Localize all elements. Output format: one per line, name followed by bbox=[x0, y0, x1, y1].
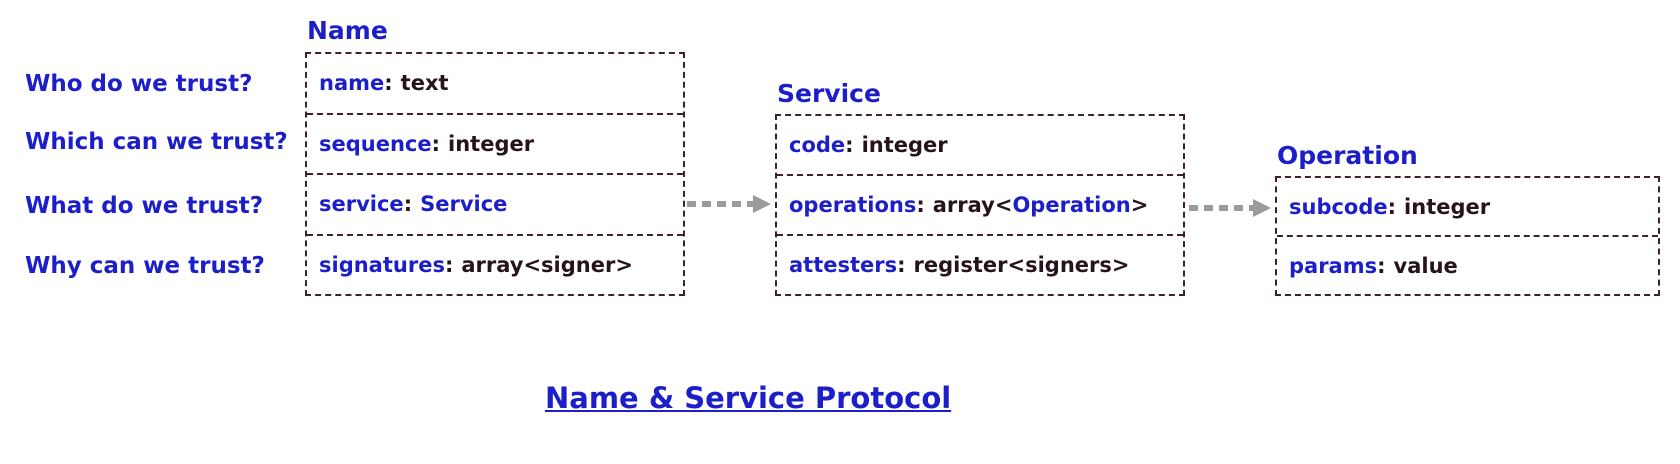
field-row-attesters: attesters: register<signers> bbox=[777, 234, 1183, 294]
field-type: integer bbox=[1404, 194, 1491, 219]
field-separator: : bbox=[916, 193, 925, 217]
field-separator: : bbox=[431, 131, 441, 156]
arrow-name-to-service bbox=[687, 195, 771, 213]
field-separator: : bbox=[384, 71, 393, 96]
field-separator: : bbox=[1377, 253, 1386, 278]
field-type: text bbox=[400, 71, 449, 96]
field-label: params bbox=[1289, 253, 1378, 278]
entity-title-service: Service bbox=[777, 79, 881, 108]
entity-box-operation: subcode: integer params: value bbox=[1275, 176, 1660, 296]
field-row-signatures: signatures: array<signer> bbox=[307, 233, 683, 295]
question-why: Why can we trust? bbox=[25, 253, 265, 279]
field-type: value bbox=[1393, 253, 1458, 278]
field-separator: : bbox=[444, 252, 454, 277]
field-label: sequence bbox=[319, 131, 432, 156]
entity-box-service: code: integer operations: array<Operation>… bbox=[775, 114, 1185, 296]
field-label: signatures bbox=[319, 252, 445, 277]
field-separator: : bbox=[897, 253, 906, 277]
entity-box-name: name: text sequence: integer service: Servi… bbox=[305, 52, 685, 296]
field-row-subcode: subcode: integer bbox=[1277, 178, 1658, 235]
question-what: What do we trust? bbox=[25, 193, 264, 219]
field-label: code bbox=[789, 133, 846, 157]
field-type: register<signers> bbox=[913, 253, 1130, 277]
field-type: array<signer> bbox=[461, 252, 633, 277]
field-type-ref: Service bbox=[420, 192, 508, 217]
field-row-service: service: Service bbox=[307, 173, 683, 234]
field-row-code: code: integer bbox=[777, 116, 1183, 174]
field-label: name bbox=[319, 71, 385, 96]
field-row-operations: operations: array<Operation> bbox=[777, 174, 1183, 234]
field-row-sequence: sequence: integer bbox=[307, 112, 683, 174]
entity-title-name: Name bbox=[307, 16, 388, 45]
diagram-caption-link[interactable]: Name & Service Protocol bbox=[545, 381, 952, 415]
field-label: attesters bbox=[789, 253, 898, 277]
arrow-service-to-operation bbox=[1189, 199, 1271, 217]
field-label: operations bbox=[789, 193, 917, 217]
field-separator: : bbox=[1387, 194, 1397, 219]
question-which: Which can we trust? bbox=[25, 129, 288, 155]
field-row-params: params: value bbox=[1277, 235, 1658, 294]
field-label: subcode bbox=[1289, 194, 1388, 219]
field-row-name: name: text bbox=[307, 54, 683, 113]
field-type: integer bbox=[861, 133, 948, 157]
entity-title-operation: Operation bbox=[1277, 141, 1418, 170]
question-who: Who do we trust? bbox=[25, 71, 253, 97]
field-type: array< bbox=[932, 193, 1013, 217]
field-type: integer bbox=[448, 131, 535, 156]
field-separator: : bbox=[403, 192, 413, 217]
field-label: service bbox=[319, 192, 404, 217]
field-type-ref: Operation bbox=[1012, 193, 1131, 217]
field-type-suffix: > bbox=[1130, 193, 1149, 217]
field-separator: : bbox=[845, 133, 854, 157]
